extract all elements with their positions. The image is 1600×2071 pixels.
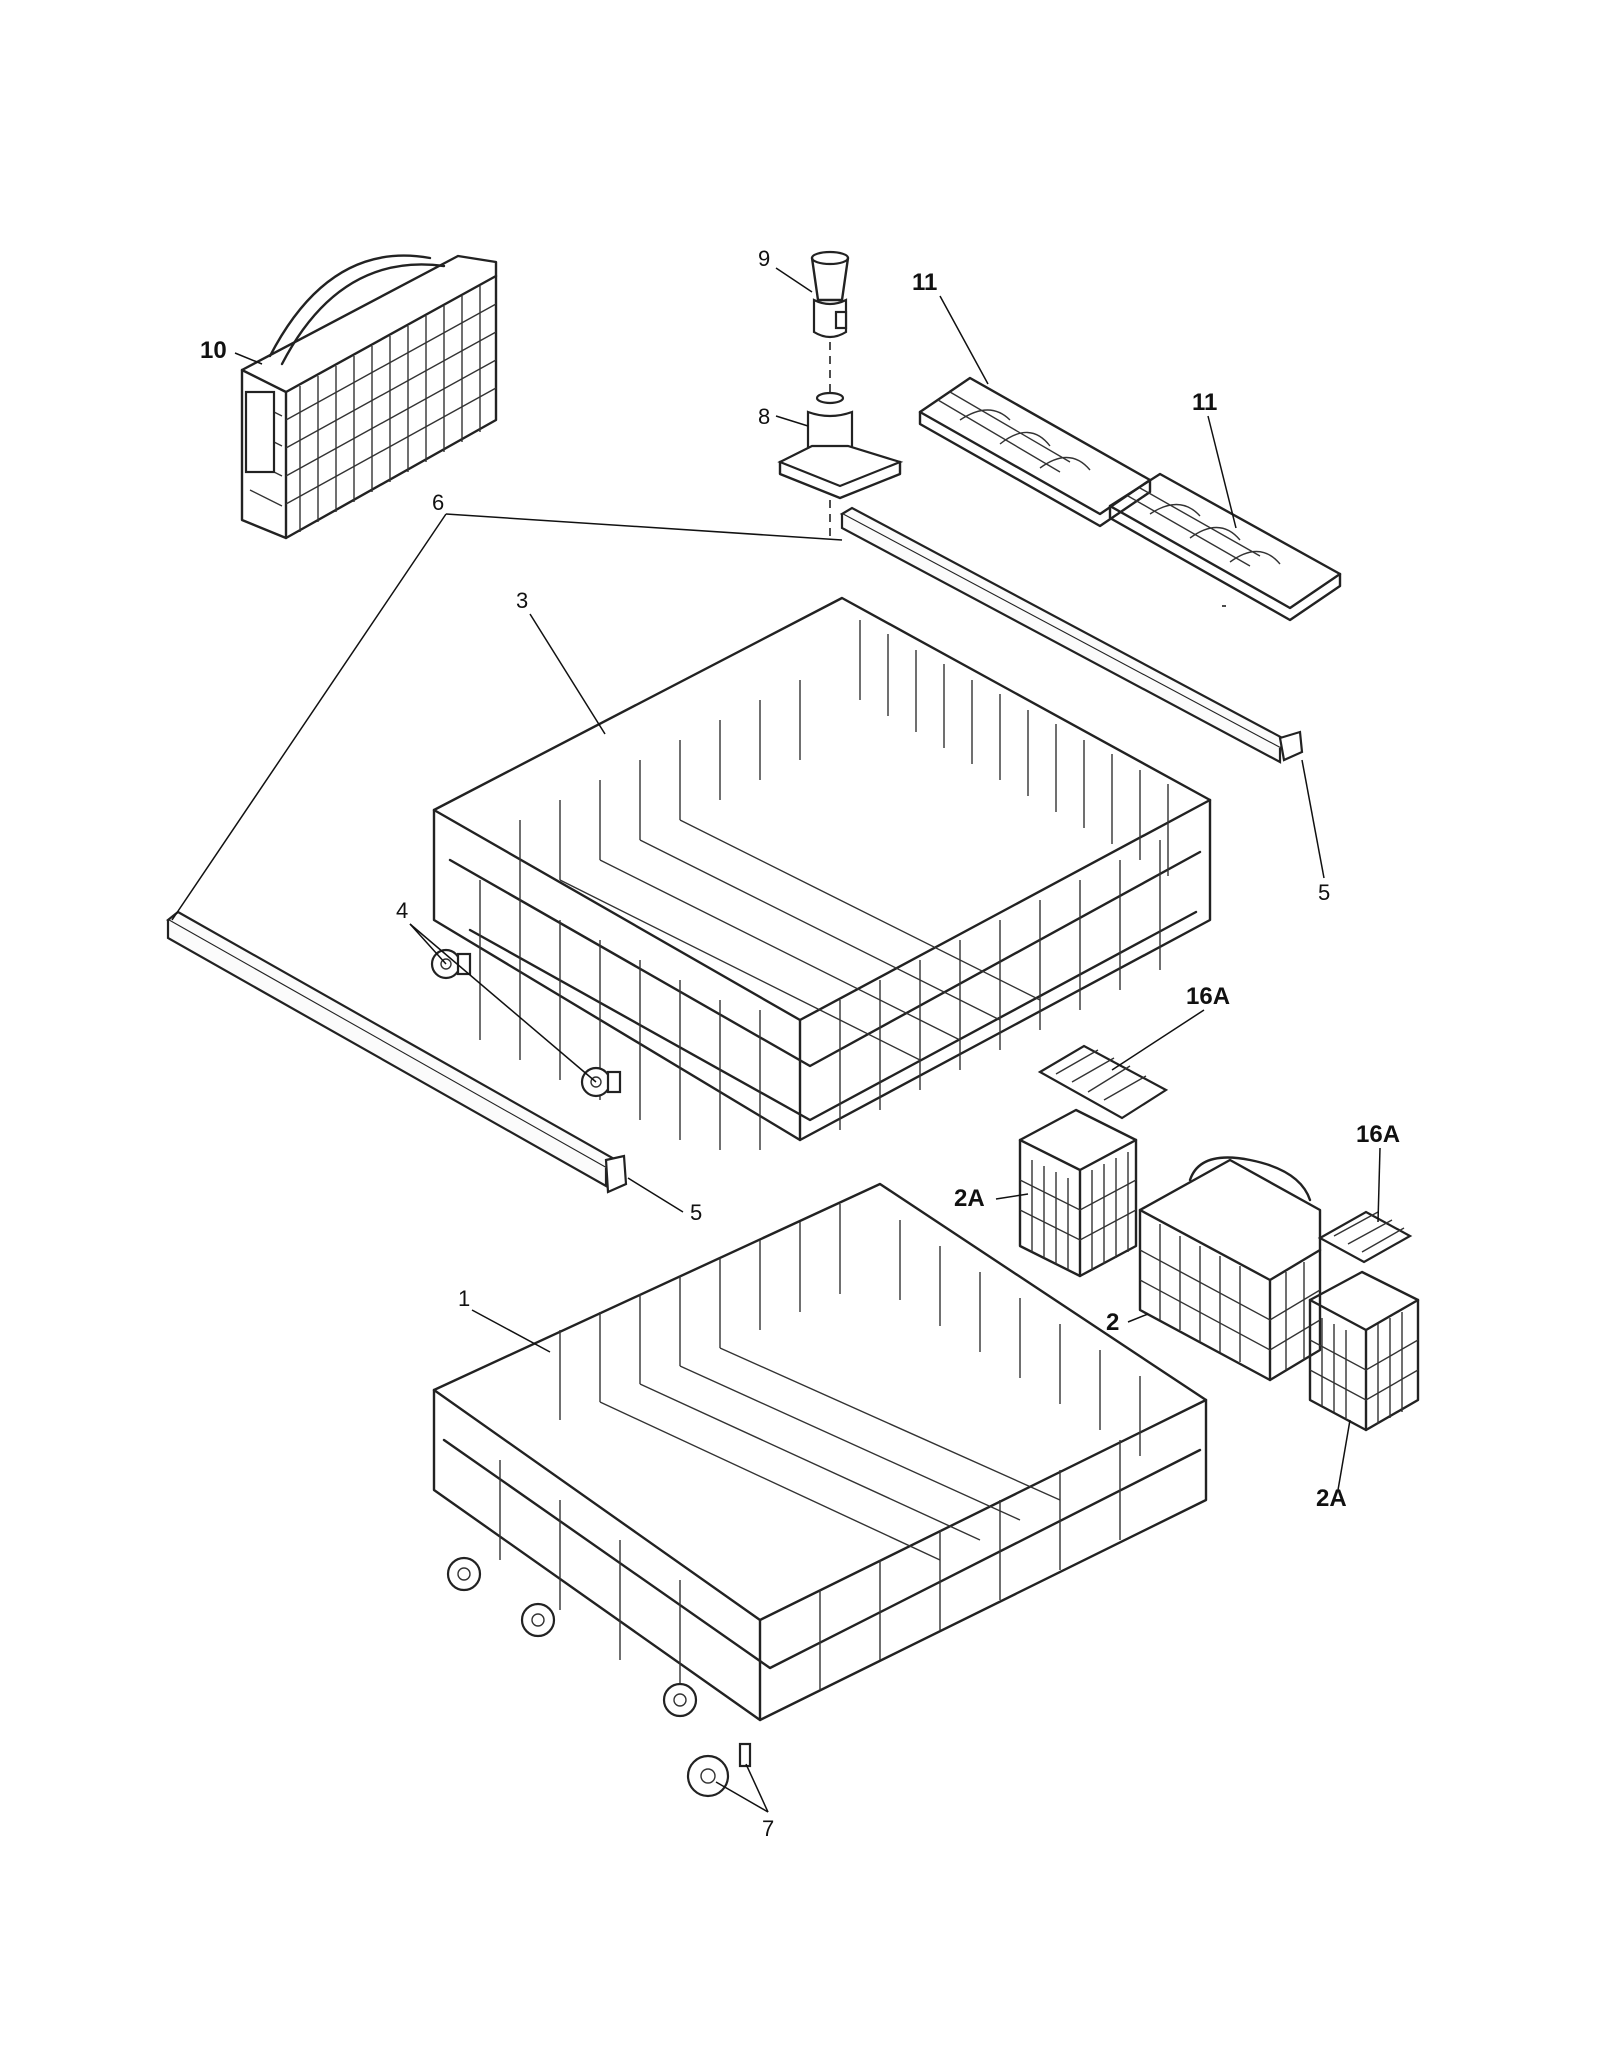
callout-2: 2 — [1106, 1309, 1119, 1336]
callout-5-left: 5 — [690, 1200, 702, 1225]
callout-2a-lower: 2A — [1316, 1485, 1347, 1512]
part-1-lower-rack — [432, 1182, 1208, 1722]
leader-lines — [171, 267, 1381, 1813]
lower-rack-wheels — [446, 1556, 698, 1718]
callout-6: 6 — [432, 490, 444, 515]
callout-11-upper: 11 — [912, 269, 937, 296]
lower-rack-tines — [499, 1204, 1141, 1700]
part-5-rail-end-cap-right — [1278, 730, 1304, 762]
callout-8: 8 — [758, 404, 770, 429]
callout-5-right: 5 — [1318, 880, 1330, 905]
part-2a-small-basket-lower — [1308, 1270, 1420, 1432]
part-11-tine-row-lower — [1108, 472, 1342, 622]
part-8-water-feed-manifold — [777, 342, 904, 540]
part-6-rail-left — [166, 910, 618, 1188]
callout-4: 4 — [396, 898, 408, 923]
part-2a-small-basket-upper — [1018, 1108, 1138, 1278]
part-6-rail-right — [839, 506, 1293, 764]
part-10-silverware-basket — [240, 254, 498, 540]
callout-2a-upper: 2A — [954, 1185, 985, 1212]
part-3-upper-rack — [432, 596, 1212, 1150]
callout-7: 7 — [762, 1816, 774, 1841]
callout-16a-right: 16A — [1356, 1121, 1400, 1148]
part-5-rail-end-cap-left — [604, 1154, 628, 1194]
part-11-tine-row-upper — [918, 376, 1152, 528]
callout-3: 3 — [516, 588, 528, 613]
part-7-wheel-and-axle — [686, 1742, 752, 1798]
callout-16a-upper: 16A — [1186, 983, 1230, 1010]
callout-10: 10 — [200, 337, 227, 364]
callout-11-lower: 11 — [1192, 389, 1217, 416]
part-16a-cutlery-grid-lower — [1317, 1210, 1413, 1264]
callout-labels: 10 9 11 11 8 6 3 5 4 16A 16A 2A 5 1 2 2A… — [200, 246, 1400, 1841]
part-9-cap — [810, 250, 850, 339]
callout-9: 9 — [758, 246, 770, 271]
part-2-silverware-basket — [1138, 1156, 1322, 1382]
part-16a-cutlery-grid-upper — [1037, 1044, 1169, 1120]
callout-1: 1 — [458, 1286, 470, 1311]
upper-rack-tines — [479, 620, 1169, 1150]
